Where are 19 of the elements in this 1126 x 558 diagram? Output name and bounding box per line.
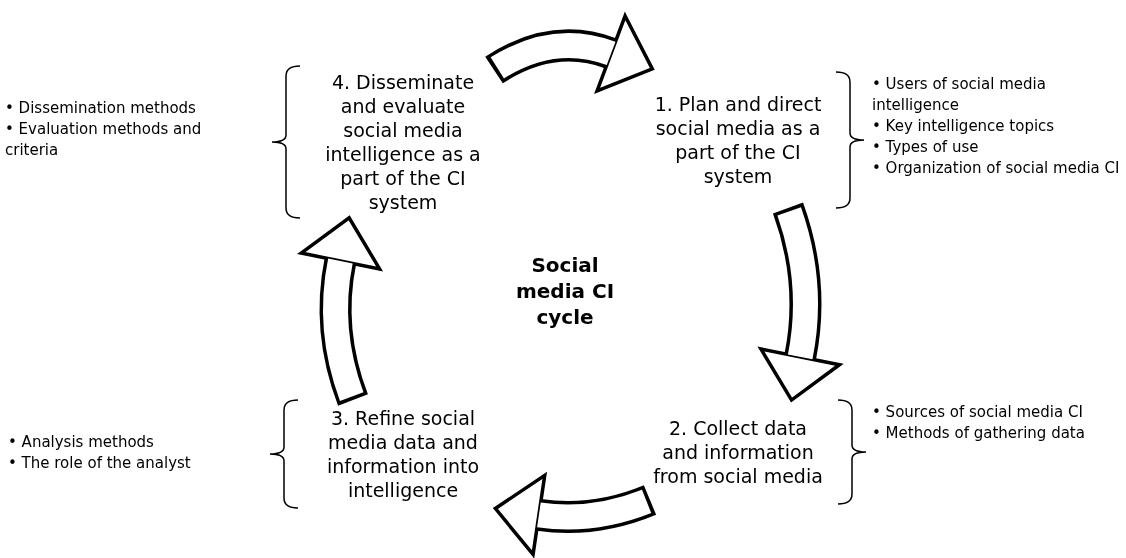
- bullet-text: • Methods of gathering data: [872, 423, 1086, 444]
- stage-text: 3. Refine social media data and information into intelligence: [325, 406, 481, 502]
- block-arrow: [485, 13, 655, 94]
- cycle-title: Social media CI cycle: [514, 252, 616, 330]
- stage-text: 2. Collect data and information from social media: [652, 416, 824, 488]
- bullet-text: • Types of use: [872, 137, 980, 158]
- bullet-text: • Dissemination methods: [5, 98, 197, 119]
- bullet-text: • Sources of social media CI: [872, 402, 1084, 423]
- bullet-text: • Analysis methods: [8, 432, 155, 453]
- bullet-text: • Key intelligence topics: [872, 116, 1056, 137]
- stage-text: 4. Disseminate and evaluate social media intelligence as a part of the CI system: [324, 70, 482, 214]
- stage-text: 1. Plan and direct social media as a part of the CI system: [653, 92, 823, 188]
- bullet-text: • The role of the analyst: [8, 453, 192, 474]
- block-arrow: [759, 202, 842, 402]
- bullet-text: • Organization of social media CI: [872, 158, 1121, 179]
- bullet-text: • Users of social media intelligence: [872, 74, 1047, 116]
- bullet-text: • Evaluation methods and criteria: [5, 119, 203, 161]
- block-arrow: [493, 473, 656, 557]
- block-arrow: [299, 215, 382, 406]
